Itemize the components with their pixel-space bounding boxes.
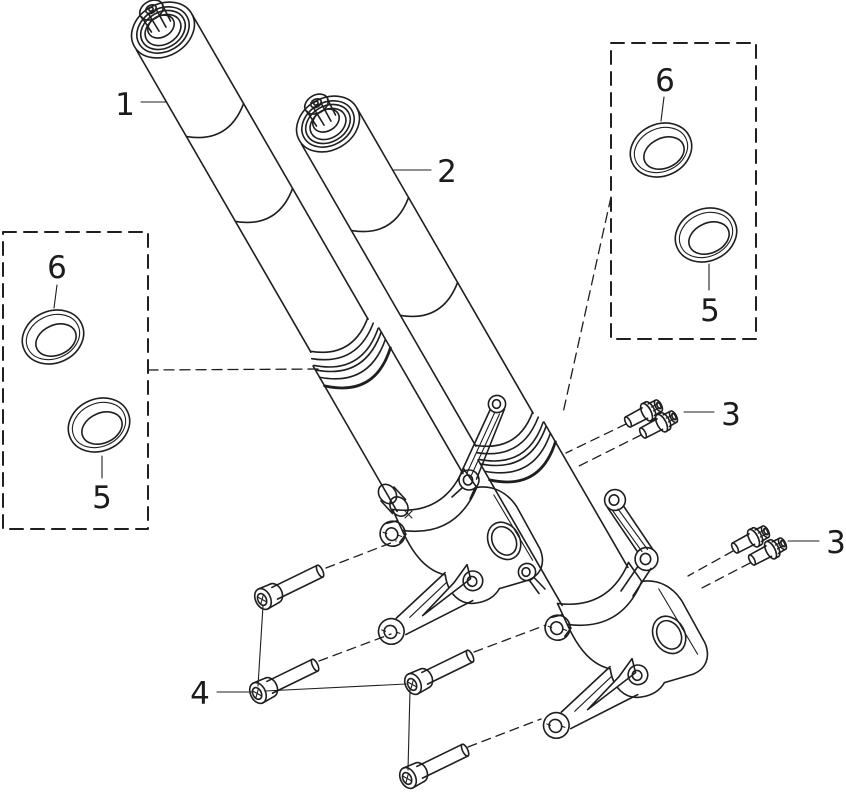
- annotation-layer: 1 2 3 3 4 5 6 5 6: [2, 42, 846, 771]
- callout-label-part-4-socket-bolts: 4: [190, 676, 210, 712]
- bolt-4d-axis: [467, 718, 542, 748]
- seal-detail-right-box: [610, 42, 757, 340]
- callout-label-part-1-fork-leg-left: 1: [115, 87, 135, 123]
- callout-label-part-3-bolts-upper: 3: [721, 397, 741, 433]
- leader-branch-line: [257, 605, 264, 687]
- callout-part-3-bolts-upper: 3: [683, 397, 741, 433]
- callout-part-3-bolts-lower: 3: [787, 525, 846, 561]
- callout-label-part-5-seal-left: 5: [92, 480, 112, 516]
- bolt-3b1-axis: [687, 550, 734, 577]
- bolt-4-a: [250, 559, 329, 613]
- fork-leg-left: [112, 0, 465, 513]
- axle-bracket-right: [491, 548, 718, 754]
- callout-label-part-3-bolts-lower: 3: [826, 525, 846, 561]
- bolt-4c-axis: [473, 624, 547, 653]
- leader-branch-line: [407, 689, 411, 771]
- bolt-4-b: [245, 653, 324, 707]
- callout-part-6-seal-right: 6: [655, 63, 675, 122]
- ring-6-right: [620, 112, 702, 188]
- bolt-3a2-axis: [576, 434, 642, 468]
- fender-arm-right: [603, 488, 659, 597]
- ring-5-right: [665, 197, 747, 273]
- bolt-4-c: [400, 644, 479, 698]
- callout-label-part-5-seal-right: 5: [700, 293, 720, 329]
- bolt-3-b2: [744, 533, 791, 571]
- bolt-4a-axis: [325, 540, 397, 569]
- callout-label-part-2-fork-leg-right: 2: [437, 154, 457, 190]
- callout-part-5-seal-right: 5: [700, 263, 720, 329]
- callout-part-2-fork-leg-right: 2: [392, 154, 457, 190]
- ring-5-left: [58, 387, 140, 463]
- callout-part-5-seal-left: 5: [92, 455, 112, 516]
- roller-boss-left: [377, 483, 413, 519]
- callout-part-1-fork-leg-left: 1: [115, 87, 167, 123]
- callout-part-4-socket-bolts: 4: [190, 605, 411, 771]
- callout-part-6-seal-left: 6: [47, 250, 67, 309]
- seal-detail-right-connector-line: [562, 196, 612, 414]
- leader-branch-line: [264, 683, 407, 692]
- leader-line: [660, 96, 665, 122]
- eyelet-boss-right: [517, 562, 546, 595]
- bolt-4b-axis: [318, 633, 392, 662]
- callout-label-part-6-seal-right: 6: [655, 63, 675, 99]
- seal-detail-left-connector-line: [147, 368, 321, 371]
- axle-bracket-left: [326, 454, 553, 660]
- bolt-3b2-axis: [699, 562, 751, 590]
- bolt-3a1-axis: [565, 423, 627, 454]
- seal-detail-left-box: [2, 231, 149, 530]
- leader-line: [53, 284, 58, 309]
- ring-6-left: [12, 299, 94, 375]
- callout-label-part-6-seal-left: 6: [47, 250, 67, 286]
- fender-arm-left: [451, 394, 507, 500]
